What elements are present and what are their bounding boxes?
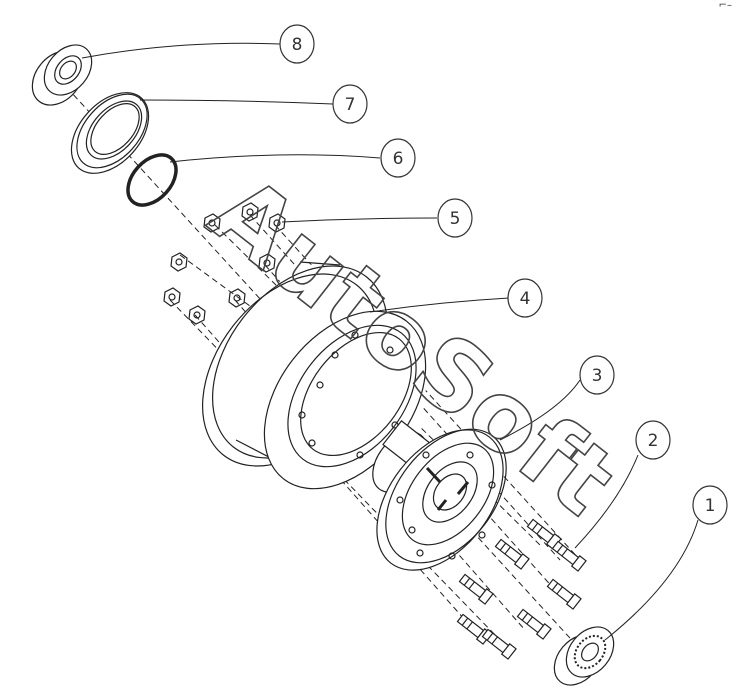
- callout-label-8: 8: [292, 35, 303, 55]
- nut-5: [258, 253, 276, 273]
- callouts: 1 2 3 4 5 6 7 8: [279, 24, 728, 525]
- callout-2: 2: [635, 420, 671, 460]
- stud-1: [526, 518, 562, 550]
- callout-5: 5: [437, 198, 473, 238]
- callout-label-6: 6: [393, 149, 404, 169]
- leader-lines: [81, 42, 699, 641]
- callout-label-4: 4: [520, 289, 531, 309]
- nut-7: [188, 305, 206, 325]
- corner-mark: ⌐–: [718, 0, 732, 11]
- nut-1: [203, 213, 221, 233]
- wheel-nuts: [163, 202, 286, 325]
- callout-label-3: 3: [592, 366, 603, 386]
- oil-seal-part: [70, 92, 150, 174]
- stud-3: [494, 538, 530, 570]
- bearing-outer-part: [31, 44, 93, 106]
- callout-label-2: 2: [648, 431, 659, 451]
- callout-label-7: 7: [345, 95, 356, 115]
- nut-2: [241, 202, 259, 222]
- callout-label-1: 1: [705, 496, 716, 516]
- wheel-studs: [456, 518, 587, 660]
- hub-stud-holes: [396, 451, 496, 560]
- stud-8: [481, 628, 517, 660]
- nut-6: [163, 287, 181, 307]
- stud-4: [546, 578, 582, 610]
- callout-7: 7: [332, 84, 368, 124]
- wheel-hub-part: [372, 420, 507, 571]
- stud-5: [458, 573, 494, 605]
- o-ring-part: [126, 153, 178, 207]
- callout-8: 8: [279, 24, 315, 64]
- stud-2: [551, 540, 587, 572]
- callout-1: 1: [692, 485, 728, 525]
- nut-3: [268, 213, 286, 233]
- stud-6: [516, 608, 552, 640]
- callout-4: 4: [507, 278, 543, 318]
- callout-6: 6: [380, 138, 416, 178]
- callout-3: 3: [579, 355, 615, 395]
- callout-label-5: 5: [450, 209, 461, 229]
- nut-8: [228, 288, 246, 308]
- bearing-inner-part: [553, 626, 615, 686]
- nut-4: [170, 252, 188, 272]
